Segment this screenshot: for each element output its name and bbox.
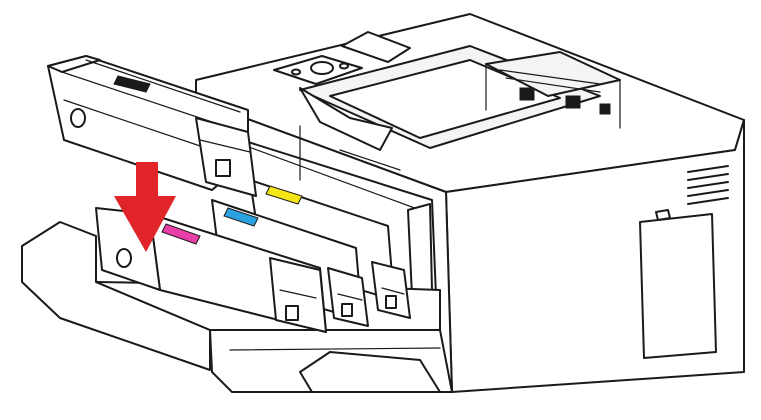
cyan-label bbox=[223, 207, 259, 227]
down-arrow-icon bbox=[114, 162, 176, 252]
output-tray-lip bbox=[299, 87, 393, 151]
yellow-label bbox=[265, 185, 303, 205]
vent-grille bbox=[687, 165, 729, 205]
black-toner-cartridge bbox=[47, 55, 257, 197]
panel-button bbox=[310, 61, 334, 75]
toner-cartridges bbox=[95, 179, 411, 333]
control-panel bbox=[273, 55, 363, 85]
side-panel bbox=[639, 213, 717, 359]
printer-body bbox=[195, 13, 745, 393]
magenta-label bbox=[161, 223, 201, 245]
cartridge-end-cap bbox=[195, 117, 257, 197]
rear-roller bbox=[485, 51, 621, 129]
cartridge-end-cap bbox=[269, 257, 327, 333]
paper-stop-flap bbox=[341, 31, 411, 63]
black-label bbox=[113, 75, 151, 93]
